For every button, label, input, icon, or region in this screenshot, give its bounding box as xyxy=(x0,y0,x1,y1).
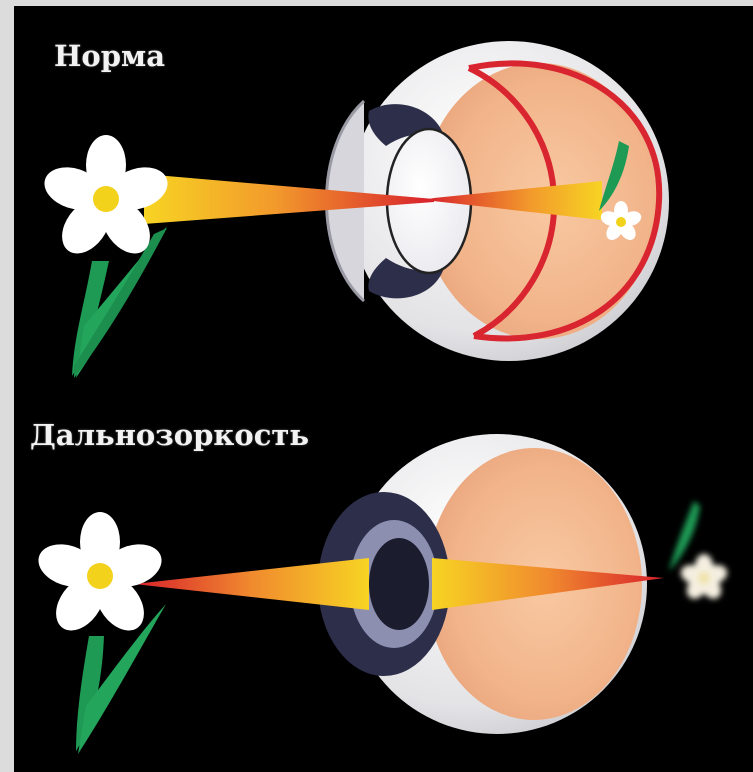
flower-icon xyxy=(33,512,167,640)
light-beam-in xyxy=(134,558,369,610)
hyperopia-eye-group xyxy=(33,434,730,754)
leaf-icon xyxy=(669,501,700,571)
label-hyperopia: Дальнозоркость xyxy=(30,418,309,452)
diagram-panel: Норма Дальнозоркость xyxy=(14,6,753,772)
normal-eye-group xyxy=(39,41,669,378)
label-normal: Норма xyxy=(54,39,165,73)
flower-icon xyxy=(678,554,729,603)
vision-diagram xyxy=(14,6,753,772)
